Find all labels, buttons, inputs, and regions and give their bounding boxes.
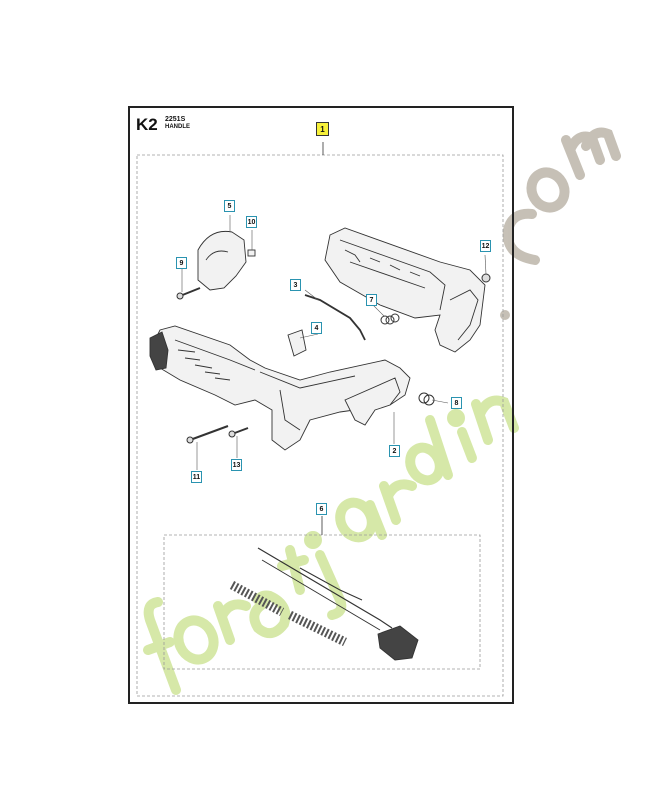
- callout-13[interactable]: 13: [231, 459, 242, 471]
- callout-10[interactable]: 10: [246, 216, 257, 228]
- callout-5[interactable]: 5: [224, 200, 235, 212]
- model-number: 2251S: [165, 116, 186, 123]
- callout-9[interactable]: 9: [176, 257, 187, 269]
- cover-part: [197, 230, 247, 291]
- grip-end-cap: [149, 331, 169, 371]
- callout-7[interactable]: 7: [366, 294, 377, 306]
- kit-end-fitting: [377, 625, 419, 661]
- kit-spring-lower: [288, 610, 347, 647]
- watermark-dotcom: [500, 127, 621, 320]
- callout-3[interactable]: 3: [290, 279, 301, 291]
- callout-1[interactable]: 1: [316, 122, 329, 136]
- watermark-logo: [143, 395, 519, 695]
- callout-11[interactable]: 11: [191, 471, 202, 483]
- rear-handle-housing: [324, 227, 486, 353]
- diagram-frame: [128, 106, 514, 704]
- kit-spring-upper: [229, 581, 285, 616]
- spring-8: [418, 392, 435, 406]
- callout-12[interactable]: 12: [480, 240, 491, 252]
- kit-cable: [257, 547, 393, 629]
- section-title: HANDLE: [165, 124, 190, 130]
- callout-4[interactable]: 4: [311, 322, 322, 334]
- bracket-part: [287, 329, 307, 357]
- assembly-group-outline: [136, 154, 504, 697]
- callout-8[interactable]: 8: [451, 397, 462, 409]
- throttle-trigger: [344, 377, 401, 426]
- callout-6[interactable]: 6: [316, 503, 327, 515]
- spring-7: [380, 313, 400, 325]
- page-code: K2: [136, 115, 158, 134]
- clip-part: [247, 249, 256, 257]
- callout-2[interactable]: 2: [389, 445, 400, 457]
- kit-group-outline: [163, 534, 481, 670]
- screw-9: [179, 287, 201, 297]
- kit-contents: [229, 547, 419, 661]
- nut-12: [481, 273, 491, 283]
- screw-11: [189, 425, 229, 441]
- throttle-rod: [304, 294, 366, 341]
